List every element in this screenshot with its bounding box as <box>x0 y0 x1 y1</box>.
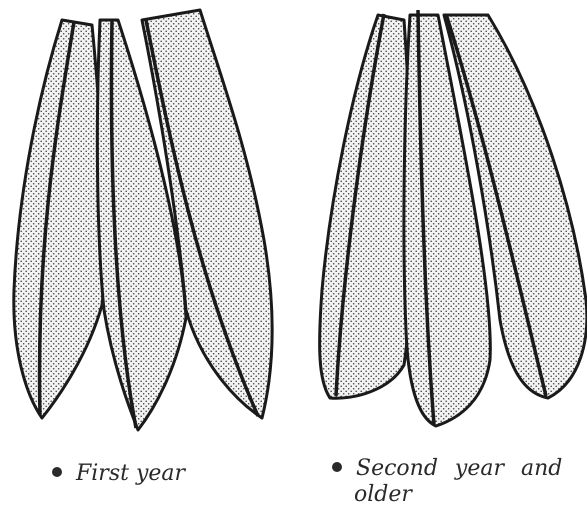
bullet-icon <box>332 462 342 472</box>
caption-first-year-text: First year <box>76 461 185 486</box>
second-year-feathers <box>320 10 587 426</box>
first-year-feathers <box>14 10 272 430</box>
caption-second-year-text-2: older <box>354 482 582 508</box>
feather-1-1 <box>14 20 105 418</box>
bullet-icon <box>52 467 62 477</box>
feather-diagram <box>0 0 587 440</box>
caption-second-year: Second year and older <box>332 456 582 508</box>
caption-first-year: First year <box>52 461 185 487</box>
feather-2-1 <box>320 15 412 398</box>
caption-second-year-text: Second year and <box>356 456 562 481</box>
